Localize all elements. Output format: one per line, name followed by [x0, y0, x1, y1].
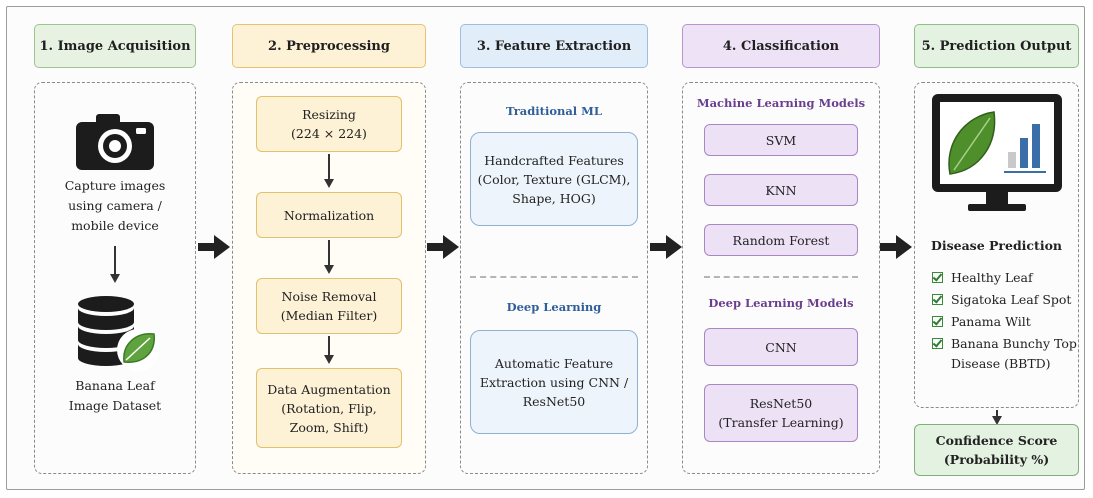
traditional-ml-heading: Traditional ML [506, 104, 602, 118]
arrow-down-head [324, 179, 334, 188]
class-item: Sigatoka Leaf Spot [932, 290, 1071, 310]
arrow-down-head [324, 355, 334, 364]
handcrafted-features-box: Handcrafted Features (Color, Texture (GLC… [470, 132, 638, 226]
step-line: Noise Removal [281, 289, 377, 304]
arrow-right-icon [198, 235, 230, 259]
capture-line: Capture images [64, 178, 166, 193]
arrow-down-icon [328, 336, 330, 356]
prediction-heading: Disease Prediction [930, 238, 1062, 253]
model-label: (Transfer Learning) [718, 415, 844, 430]
model-random-forest: Random Forest [704, 224, 858, 256]
stage-panel [914, 82, 1079, 408]
step-noise-removal: Noise Removal (Median Filter) [256, 278, 402, 334]
capture-description: Capture images using camera / mobile dev… [40, 176, 190, 236]
class-label: Banana Bunchy Top [951, 336, 1077, 351]
class-label: Panama Wilt [951, 314, 1031, 329]
leaf-icon [123, 333, 155, 363]
bar-chart-icon [1004, 124, 1046, 173]
arrow-down-head [324, 265, 334, 274]
leaf-icon [948, 111, 996, 175]
step-line: (Rotation, Flip, [281, 400, 377, 416]
arrow-right-icon [650, 235, 682, 259]
stage-panel [682, 82, 880, 474]
class-item: Panama Wilt [932, 312, 1031, 332]
stage-title: 2. Preprocessing [232, 24, 426, 68]
checkbox-icon [932, 294, 943, 305]
checkbox-icon [932, 316, 943, 327]
model-knn: KNN [704, 174, 858, 206]
camera-icon [76, 114, 154, 170]
capture-line: mobile device [71, 218, 159, 233]
model-label: ResNet50 [749, 396, 813, 411]
step-line: (224 × 224) [291, 126, 367, 141]
confidence-score-box: Confidence Score (Probability %) [914, 424, 1079, 476]
stage-prediction-output: 5. Prediction Output Disease Prediction … [914, 24, 1079, 476]
monitor-icon [932, 94, 1062, 211]
checkbox-icon [932, 338, 943, 349]
deep-learning-heading: Deep Learning [506, 300, 602, 314]
model-label: KNN [765, 182, 797, 198]
dataset-line: Image Dataset [68, 398, 162, 413]
feature-line: Extraction using CNN / [479, 374, 629, 390]
step-line: Zoom, Shift) [289, 419, 369, 435]
step-line: Resizing [302, 107, 356, 122]
checkbox-icon [932, 272, 943, 283]
stage-panel [34, 82, 196, 474]
model-label: SVM [765, 132, 797, 148]
stage-image-acquisition: 1. Image Acquisition Capture images usin… [34, 24, 196, 474]
stage-title: 3. Feature Extraction [460, 24, 648, 68]
arrow-down-icon [996, 410, 998, 420]
ml-models-heading: Machine Learning Models [696, 96, 866, 110]
dataset-label: Banana Leaf Image Dataset [40, 376, 190, 416]
stage-title: 1. Image Acquisition [34, 24, 196, 68]
arrow-down-icon [328, 154, 330, 180]
stage-classification: 4. Classification Machine Learning Model… [682, 24, 880, 474]
model-label: CNN [765, 339, 797, 355]
section-divider [704, 276, 858, 278]
model-label: Random Forest [732, 232, 830, 248]
stage-panel [460, 82, 648, 474]
feature-line: Automatic Feature [494, 355, 614, 371]
class-label: Healthy Leaf [951, 270, 1033, 285]
stage-preprocessing: 2. Preprocessing Resizing (224 × 224) Nor… [232, 24, 426, 474]
dataset-line: Banana Leaf [75, 378, 155, 393]
model-cnn: CNN [704, 328, 858, 366]
stage-title: 4. Classification [682, 24, 880, 68]
model-svm: SVM [704, 124, 858, 156]
dl-models-heading: Deep Learning Models [708, 296, 854, 310]
arrow-down-head [110, 274, 120, 283]
stage-title: 5. Prediction Output [914, 24, 1079, 68]
arrow-right-icon [427, 235, 459, 259]
step-line: Normalization [283, 207, 375, 223]
class-label: Disease (BBTD) [951, 356, 1051, 371]
confidence-line: Confidence Score [935, 433, 1058, 448]
arrow-right-icon [880, 235, 912, 259]
feature-line: (Color, Texture (GLCM), [477, 171, 631, 187]
step-line: Data Augmentation [267, 381, 391, 397]
feature-line: Handcrafted Features [484, 152, 624, 168]
step-data-augmentation: Data Augmentation (Rotation, Flip, Zoom, S… [256, 368, 402, 448]
feature-line: ResNet50 [522, 393, 586, 409]
class-item: Healthy Leaf [932, 268, 1033, 288]
step-normalization: Normalization [256, 192, 402, 238]
database-icon [78, 296, 159, 371]
arrow-down-icon [114, 246, 116, 276]
step-line: (Median Filter) [280, 308, 378, 323]
arrow-down-icon [328, 240, 330, 266]
capture-line: using camera / [68, 198, 162, 213]
stage-feature-extraction: 3. Feature Extraction Traditional ML Han… [460, 24, 648, 474]
model-resnet50: ResNet50 (Transfer Learning) [704, 384, 858, 442]
confidence-line: (Probability %) [943, 452, 1050, 467]
class-label: Sigatoka Leaf Spot [951, 292, 1072, 307]
step-resizing: Resizing (224 × 224) [256, 96, 402, 152]
arrow-down-head [992, 416, 1002, 425]
section-divider [470, 276, 638, 278]
feature-line: Shape, HOG) [512, 190, 596, 206]
